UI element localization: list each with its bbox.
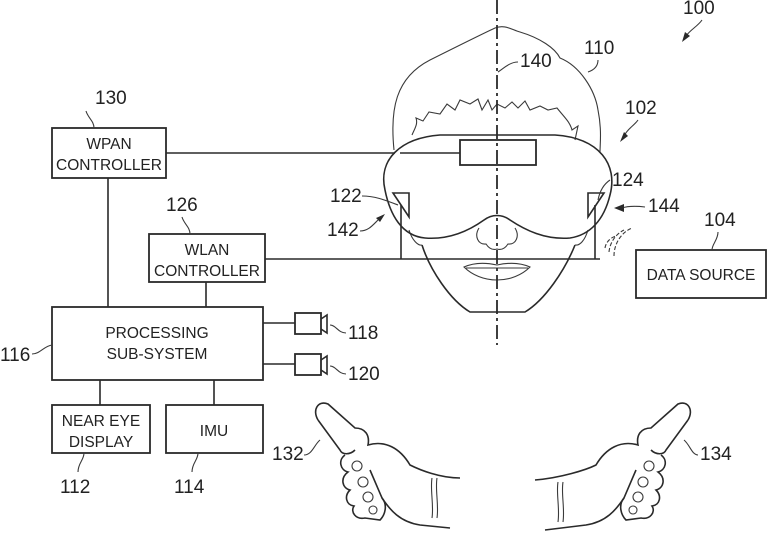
hairline [411, 98, 579, 141]
fingernail [351, 460, 363, 472]
ref-142: 142 [327, 220, 359, 241]
leader-102 [623, 119, 639, 137]
right-sensor-124 [587, 192, 606, 220]
ref-122: 122 [330, 186, 362, 207]
arrow-142-icon [376, 214, 385, 222]
ref-118: 118 [348, 323, 378, 344]
ref-132: 132 [272, 444, 304, 465]
arrow-144-icon [614, 204, 624, 212]
connector-lines [99, 152, 600, 405]
data-source-block: DATA SOURCE 104 [635, 210, 767, 299]
wpan-label-line2: CONTROLLER [56, 157, 162, 174]
fingernail [637, 476, 649, 488]
near-eye-display-label-line2: DISPLAY [69, 434, 133, 451]
leader-122 [361, 195, 399, 206]
processing-subsystem-block: PROCESSING SUB-SYSTEM 116 [0, 306, 264, 381]
wlan-label-line2: CONTROLLER [154, 263, 260, 280]
leader-144 [621, 205, 646, 209]
mouth [463, 262, 531, 281]
central-module [459, 139, 537, 166]
imu-label: IMU [200, 423, 228, 440]
wpan-controller-block: WPAN CONTROLLER 130 [51, 88, 167, 179]
near-eye-display-label-line1: NEAR EYE [62, 413, 140, 430]
ref-130: 130 [95, 88, 127, 109]
headset-labels: 140 110 102 100 122 142 124 144 [327, 0, 715, 241]
data-source-label: DATA SOURCE [647, 267, 756, 284]
controller-132-body [314, 402, 461, 479]
headset-goggles [383, 134, 613, 240]
left-hand-controller: 132 [272, 402, 461, 529]
controller-134-body [534, 402, 692, 481]
fingernail [632, 491, 644, 503]
ref-102: 102 [625, 98, 657, 119]
left-hand-wrist [381, 497, 451, 529]
camera-120: 120 [294, 353, 380, 385]
ref-114: 114 [174, 477, 205, 498]
leader-100 [685, 19, 703, 37]
leader-114 [191, 452, 199, 473]
face-jaw [421, 244, 576, 313]
right-wrist-crease [556, 481, 565, 523]
controller-134-stick [650, 419, 689, 455]
nose [476, 227, 518, 251]
ref-110: 110 [584, 38, 614, 59]
camera-lens-icon [320, 313, 328, 335]
right-hand-fingers [619, 454, 667, 521]
ref-100: 100 [683, 0, 715, 19]
right-hand-wrist [544, 497, 625, 531]
leader-116 [31, 344, 53, 355]
leader-130 [85, 110, 95, 129]
leader-126 [181, 216, 191, 235]
fingernail [357, 476, 369, 488]
leader-112 [77, 452, 85, 473]
right-hand-controller: 134 [534, 402, 732, 531]
camera-body [294, 353, 322, 376]
hair-outline [392, 26, 602, 153]
ref-144: 144 [648, 196, 680, 217]
camera-lens-icon [320, 354, 328, 376]
processing-label-line2: SUB-SYSTEM [107, 346, 208, 363]
fingernail [643, 460, 655, 472]
left-hand-fingers [339, 454, 387, 521]
fingernail [368, 505, 378, 515]
wlan-label-line1: WLAN [185, 242, 230, 259]
fingernail [628, 505, 638, 515]
imu-block: IMU 114 [165, 404, 264, 498]
left-sensor-122 [391, 192, 410, 220]
leader-110 [587, 59, 599, 73]
ref-140: 140 [520, 51, 552, 72]
leader-104 [711, 231, 719, 251]
ref-116: 116 [0, 345, 30, 366]
leader-118 [329, 324, 347, 334]
leader-120 [329, 365, 347, 375]
leader-132 [303, 439, 321, 456]
wpan-label-line1: WPAN [86, 136, 131, 153]
left-wrist-crease [430, 477, 439, 519]
arrow-102-icon [620, 132, 628, 142]
leader-134 [683, 439, 699, 456]
ref-126: 126 [166, 195, 198, 216]
leader-140 [497, 61, 519, 73]
ref-124: 124 [612, 170, 644, 191]
ref-112: 112 [60, 477, 90, 498]
wlan-controller-block: WLAN CONTROLLER 126 [148, 195, 266, 283]
controller-132-stick [317, 419, 356, 455]
ref-120: 120 [348, 364, 380, 385]
fingernail [362, 491, 374, 503]
ref-134: 134 [700, 444, 732, 465]
near-eye-display-block: NEAR EYE DISPLAY 112 [51, 404, 151, 498]
ref-104: 104 [704, 210, 736, 231]
processing-label-line1: PROCESSING [105, 325, 208, 342]
wireless-signal-icon [604, 227, 633, 257]
arrow-100-icon [682, 32, 690, 42]
camera-body [294, 312, 322, 335]
leader-124 [597, 179, 611, 201]
camera-118: 118 [294, 312, 378, 344]
leader-142 [359, 219, 379, 232]
